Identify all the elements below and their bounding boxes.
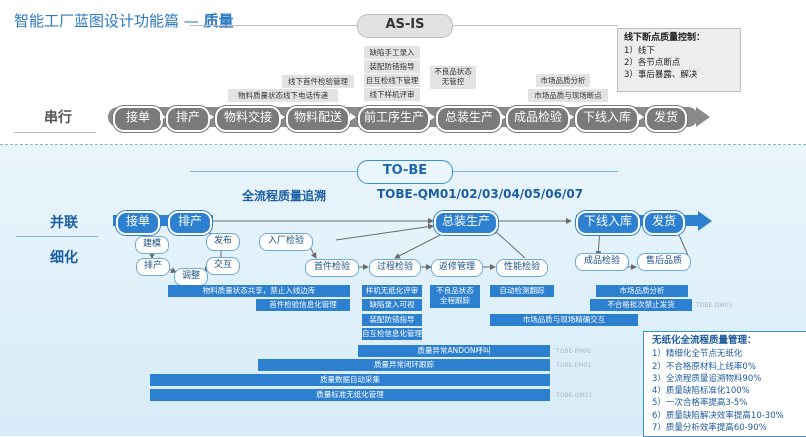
tobe-summary-item: 6）质量缺陷解决效率提高10-30% — [652, 410, 784, 421]
asis-step-ship: 发货 — [645, 106, 687, 132]
tobe-step-assembly: 总装生产 — [434, 211, 498, 235]
asis-tag-market-breakpoint: 市场品质与现场断点 — [528, 89, 608, 102]
asis-flow-arrow — [429, 113, 435, 121]
tobe-bar-material-share: 物料质量状态共享，禁止入线边库 — [168, 285, 350, 297]
asis-flow-arrow — [568, 113, 574, 121]
tobe-step-schedule: 排产 — [168, 211, 212, 235]
asis-flow-arrow — [160, 113, 166, 121]
tobe-step-ship: 发货 — [643, 211, 685, 235]
tobe-bar-exception-loop: 质量异常闭环跟踪 — [258, 359, 550, 371]
asis-flow-arrow — [350, 113, 356, 121]
asis-tag-assembly-proof: 装配防错指导 — [364, 60, 420, 73]
tobe-track-arrow-head — [698, 211, 712, 231]
asis-row-label: 串行 — [44, 110, 72, 126]
tobe-track-left — [113, 215, 213, 226]
tobe-sub-rework: 返修管理 — [431, 259, 483, 277]
asis-header-line-right — [451, 25, 618, 26]
tobe-sub-aftersales: 售后品质 — [637, 253, 691, 271]
tobe-sub-performance: 性能检验 — [496, 259, 548, 277]
tobe-bar-market-interaction: 市场品质与现场精确交互 — [490, 314, 638, 326]
tobe-bar-nonconforming-ship: 不合格批次禁止发货 — [590, 299, 692, 311]
asis-tag-sample-review: 线下样机评审 — [364, 88, 420, 101]
asis-flow-arrow — [500, 113, 506, 121]
tobe-summary-item: 2）不合格原材料上线率0% — [652, 361, 756, 372]
asis-step-order: 接单 — [113, 106, 163, 132]
asis-step-material-delivery: 物料配送 — [286, 106, 350, 132]
asis-header: AS-IS — [357, 14, 453, 38]
tobe-sub-build-model: 建模 — [135, 236, 169, 254]
tobe-bar-defect-tracking: 不良品状态 全程跟踪 — [430, 285, 480, 308]
tobe-bar-self-check: 自互检信息化管理 — [362, 328, 422, 340]
tobe-code-label: TOBE-PM06 — [556, 348, 591, 355]
asis-tag-defect-manual: 缺陷手工录入 — [364, 46, 420, 59]
tobe-summary-heading: 无纸化全流程质量管理： — [652, 335, 757, 346]
tobe-bar-data-collection: 质量数据自动采集 — [150, 374, 550, 386]
asis-step-assembly: 总装生产 — [436, 106, 502, 132]
tobe-sub-release: 发布 — [206, 233, 240, 251]
tobe-summary-item: 4）质量缺陷标准化100% — [652, 386, 750, 397]
tobe-bar-auto-detect: 自动检测翻踪 — [490, 285, 554, 297]
asis-tag-market-analysis: 市场品质分析 — [536, 74, 590, 87]
asis-tag-defect-status: 不良品状态 无管控 — [430, 66, 476, 89]
asis-row-underline — [14, 132, 96, 133]
asis-summary-item: 1）线下 — [624, 46, 655, 56]
section-divider — [0, 144, 806, 145]
asis-flow-arrow — [638, 113, 644, 121]
tobe-code-label: TOBE-QM03 — [696, 302, 733, 309]
tobe-bar-assembly-proof: 装配防错指导 — [362, 314, 422, 326]
asis-tag-self-check: 自互检线下管理 — [364, 74, 420, 87]
tobe-row-label-parallel: 并联 — [50, 215, 78, 231]
asis-summary-heading: 线下断点质量控制： — [624, 33, 706, 43]
tobe-step-warehouse: 下线入库 — [576, 211, 640, 235]
tobe-summary-item: 7）质量分析效率提高60-90% — [652, 423, 767, 434]
tobe-summary-item: 5）一次合格率提高3-5% — [652, 398, 748, 409]
asis-summary-item: 3）事后暴露、解决 — [624, 70, 698, 80]
asis-summary-item: 2）各节点断点 — [624, 58, 681, 68]
asis-step-final-inspection: 成品检验 — [506, 106, 570, 132]
tobe-sub-incoming-inspection: 入厂检验 — [259, 233, 313, 251]
tobe-bar-paperless-standard: 质量标准无纸化管理 — [150, 389, 550, 401]
tobe-code: TOBE-QM01/02/03/04/05/06/07 — [377, 187, 584, 201]
tobe-bar-first-inspection: 首件检验信息化管理 — [256, 299, 350, 311]
asis-tag-material-status: 物料质量状态线下电话传递 — [228, 89, 338, 102]
asis-step-material-handover: 物料交接 — [215, 106, 281, 132]
tobe-sub-final-inspection: 成品检验 — [575, 253, 629, 271]
tobe-bar-defect-visible: 缺陷录入可视 — [362, 299, 422, 311]
asis-process-arrow-head — [696, 107, 710, 127]
tobe-sub-process-inspection: 过程检验 — [369, 259, 421, 277]
tobe-summary-item: 1）精细化全节点无纸化 — [652, 349, 743, 360]
tobe-header-line-left — [190, 171, 357, 172]
tobe-bar-market-analysis: 市场品质分析 — [596, 285, 688, 297]
asis-summary-box: 线下断点质量控制： 1）线下 2）各节点断点 3）事后暴露、解决 — [617, 28, 741, 92]
tobe-code-label: TOBE-EM01 — [556, 362, 592, 369]
tobe-bar-sample-review: 样机无纸化评审 — [362, 285, 422, 297]
tobe-summary-item: 3）全流程质量追溯物料90% — [652, 373, 762, 384]
tobe-sub-interact: 交互 — [206, 257, 240, 275]
tobe-row-underline — [16, 236, 98, 237]
tobe-step-order: 接单 — [116, 211, 160, 235]
asis-flow-arrow — [208, 113, 214, 121]
tobe-sub-adjust: 调整 — [174, 268, 208, 286]
tobe-header-line-right — [451, 171, 618, 172]
tobe-sub-schedule: 排产 — [136, 258, 170, 276]
asis-header-line-left — [190, 25, 357, 26]
trace-title: 全流程质量追溯 — [242, 189, 327, 203]
tobe-sub-first-inspection: 首件检验 — [305, 259, 359, 277]
tobe-summary-box: 无纸化全流程质量管理： 1）精细化全节点无纸化 2）不合格原材料上线率0% 3）… — [643, 331, 806, 437]
tobe-code-label: TOBE-QM01 — [556, 392, 593, 399]
tobe-header: TO-BE — [357, 160, 453, 184]
asis-flow-arrow — [279, 113, 285, 121]
tobe-row-label-detail: 细化 — [50, 250, 78, 266]
page-title-text: 智能工厂蓝图设计功能篇 — — [14, 12, 204, 30]
tobe-bar-andon: 质量异常ANDON呼叫 — [358, 345, 550, 357]
asis-tag-first-inspection: 线下首件检验管理 — [282, 75, 354, 88]
